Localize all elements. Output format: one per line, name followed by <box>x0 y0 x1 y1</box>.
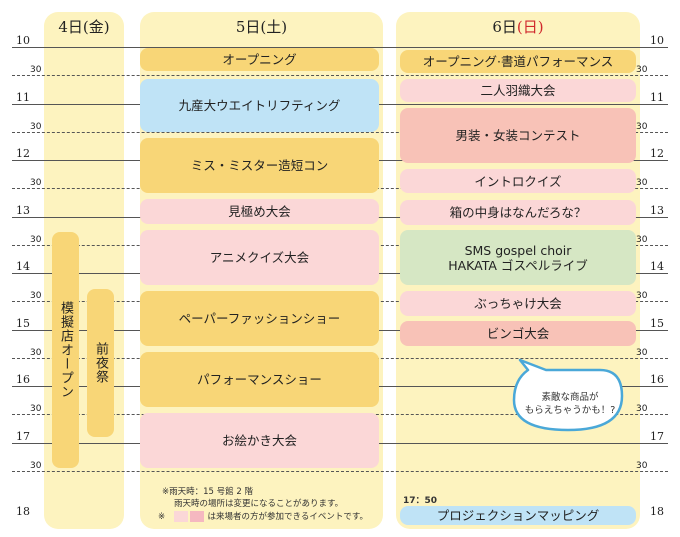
event-projection-mapping: プロジェクションマッピング <box>400 506 636 525</box>
legend-text: は来場者の方が参加できるイベントです。 <box>207 512 369 522</box>
event-drawing: お絵かき大会 <box>140 413 379 468</box>
half-hour-line <box>12 75 668 77</box>
half-label-right: 30 <box>636 291 648 302</box>
bubble-text-line1: 素敵な商品が <box>541 392 599 403</box>
weekday-label: (金) <box>82 18 110 36</box>
hour-label-left: 17 <box>16 429 30 443</box>
event-performance-show: パフォーマンスショー <box>140 352 379 407</box>
event-bucchake: ぶっちゃけ大会 <box>400 291 636 316</box>
rain-note: ※雨天時：15 号館 2 階 雨天時の場所は変更になることがあります。 <box>162 486 382 510</box>
hour-label-right: 16 <box>650 373 664 386</box>
legend-swatch-dark <box>189 511 204 522</box>
hour-label-right: 10 <box>650 34 664 47</box>
saturday-header: 5日(土) <box>140 16 383 37</box>
hour-label-left: 11 <box>16 90 30 104</box>
half-label-right: 30 <box>636 404 648 415</box>
hour-label-right: 13 <box>650 203 664 217</box>
event-eve-festival: 前夜祭 <box>87 289 114 437</box>
event-paper-fashion: ペーパーファッションショー <box>140 291 379 346</box>
hour-label-right: 12 <box>650 147 664 160</box>
day-label: 4日 <box>58 18 83 36</box>
half-label-left: 30 <box>30 291 42 302</box>
half-label-left: 30 <box>30 178 42 189</box>
event-miss-contest: ミス・ミスター造短コン <box>140 138 379 193</box>
hour-label-left: 18 <box>16 505 30 518</box>
event-intro-quiz: イントロクイズ <box>400 169 636 193</box>
hour-label-right: 17 <box>650 429 664 443</box>
day-label: 5日 <box>235 18 261 36</box>
speech-bubble-text: 素敵な商品が もらえちゃうかも！? <box>520 391 620 417</box>
day-label: 6日 <box>492 18 517 36</box>
half-label-left: 30 <box>30 404 42 415</box>
hour-label-left: 13 <box>16 203 30 217</box>
hour-label-left: 10 <box>16 34 30 47</box>
friday-header: 4日(金) <box>44 16 124 37</box>
half-label-right: 30 <box>636 121 648 132</box>
hour-line <box>12 47 668 48</box>
rain-note-line2: 雨天時の場所は変更になることがあります。 <box>174 499 344 509</box>
event-sun-opening: オープニング·書道パフォーマンス <box>400 50 636 73</box>
weekday-label: (日) <box>516 18 544 36</box>
hour-label-left: 12 <box>16 147 30 160</box>
half-label-right: 30 <box>636 65 648 76</box>
half-hour-line <box>12 131 668 133</box>
event-box-content: 箱の中身はなんだろな？ <box>400 200 636 225</box>
event-bingo: ビンゴ大会 <box>400 321 636 346</box>
hour-label-left: 15 <box>16 316 30 330</box>
half-label-left: 30 <box>30 65 42 76</box>
half-label-left: 30 <box>30 234 42 245</box>
event-weightlifting: 九産大ウエイトリフティング <box>140 79 379 132</box>
hour-label-right: 14 <box>650 260 664 273</box>
event-sat-opening: オープニング <box>140 48 379 71</box>
half-label-left: 30 <box>30 347 42 358</box>
event-anime-quiz: アニメクイズ大会 <box>140 230 379 285</box>
hour-label-left: 14 <box>16 260 30 273</box>
gospel-line2: HAKATA ゴスペルライブ <box>448 257 588 273</box>
half-hour-line <box>12 470 668 472</box>
half-label-right: 30 <box>636 234 648 245</box>
half-label-right: 30 <box>636 178 648 189</box>
event-mock-store-open: 模擬店オープン <box>52 232 79 468</box>
half-label-left: 30 <box>30 460 42 471</box>
sunday-header: 6日(日) <box>396 16 640 37</box>
legend-note: ※ は来場者の方が参加できるイベントです。 <box>158 511 383 523</box>
rain-note-line1: ※雨天時：15 号館 2 階 <box>162 487 253 497</box>
half-label-right: 30 <box>636 460 648 471</box>
legend-swatch-light <box>173 511 188 522</box>
half-label-left: 30 <box>30 121 42 132</box>
event-gospel-live: SMS gospel choir HAKATA ゴスペルライブ <box>400 230 636 285</box>
bubble-text-line2: もらえちゃうかも！? <box>524 405 616 416</box>
legend-mark: ※ <box>158 512 166 522</box>
hour-label-left: 16 <box>16 373 30 386</box>
mapping-time: 17：50 <box>403 496 438 506</box>
weekday-label: (土) <box>260 18 288 36</box>
event-mikiwame: 見極め大会 <box>140 199 379 224</box>
event-dress-contest: 男装・女装コンテスト <box>400 108 636 163</box>
hour-label-right: 18 <box>650 505 664 518</box>
event-ninin-baori: 二人羽織大会 <box>400 79 636 102</box>
hour-label-right: 15 <box>650 316 664 330</box>
half-label-right: 30 <box>636 347 648 358</box>
gospel-line1: SMS gospel choir <box>464 242 572 258</box>
speech-bubble <box>512 358 624 432</box>
speech-bubble-shape <box>512 358 624 432</box>
hour-label-right: 11 <box>650 90 664 104</box>
